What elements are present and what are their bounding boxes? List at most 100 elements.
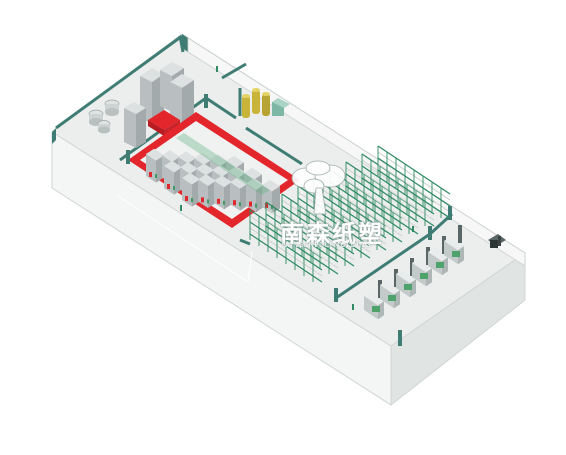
rack-shelf (267, 233, 278, 241)
rack-shelf (379, 177, 390, 185)
packing-station-right (442, 257, 448, 276)
forming-machine-left (182, 178, 192, 207)
machine-red-panel (217, 198, 220, 204)
rack-shelf (431, 199, 442, 207)
rack-shelf (294, 263, 305, 271)
forming-machines (146, 148, 280, 214)
rack-shelf (381, 203, 392, 211)
rack-shelf (413, 181, 424, 189)
forming-machine-top (212, 164, 230, 177)
packing-station-top (396, 270, 416, 284)
rack-shelf (395, 181, 406, 189)
machine-green-marker (239, 202, 241, 207)
rack-shelf (377, 169, 388, 177)
rack-shelf (347, 199, 358, 207)
packing-station-top (444, 237, 464, 251)
packing-station-left (380, 285, 394, 309)
rack-shelf (335, 247, 346, 255)
station-green-bin (372, 306, 380, 312)
rack-shelf (354, 185, 365, 193)
rack-shelf (415, 213, 426, 221)
rack-shelf (326, 247, 337, 255)
rack-shelf (374, 217, 385, 225)
rack-shelf (395, 175, 406, 183)
rack-shelf (315, 221, 326, 229)
rack-shelf (395, 157, 406, 165)
rack-shelf (361, 177, 372, 185)
rack-shelf (265, 207, 276, 215)
rack-shelf (338, 193, 349, 201)
rack-shelf (276, 239, 287, 247)
rack-shelf (319, 249, 330, 257)
machine-green-marker (223, 200, 225, 205)
rack-shelf (301, 243, 312, 251)
rack-shelf (317, 229, 328, 237)
rack-shelf (404, 181, 415, 189)
rack-shelf (370, 183, 381, 191)
rack-shelf (294, 251, 305, 259)
rack-shelf (367, 225, 378, 233)
rack-shelf (422, 193, 433, 201)
machine-red-panel (149, 172, 152, 177)
forming-machine-left (164, 166, 174, 195)
rack-shelf (390, 209, 401, 217)
rack-shelf (415, 201, 426, 209)
rack-shelf (386, 169, 397, 177)
watermark-brand-cn: 南森纸塑 (280, 220, 384, 248)
forming-machine-top (230, 176, 248, 189)
forming-machine-top (198, 174, 216, 186)
rack-shelf (345, 185, 356, 193)
packing-station-right (426, 268, 432, 287)
rack-shelf (374, 223, 385, 231)
forming-machine-left (198, 179, 208, 208)
rack-shelf (258, 233, 269, 241)
rack-shelf (267, 245, 278, 253)
rack-shelf (276, 245, 287, 253)
rack-shelf (422, 175, 433, 183)
rack-shelf (351, 239, 362, 247)
rack-shelf (386, 157, 397, 165)
rack-shelf (283, 231, 294, 239)
rack-shelf (301, 249, 312, 257)
machine-red-panel (249, 201, 252, 207)
rack-shelf (326, 235, 337, 243)
rack-shelf (392, 229, 403, 237)
rack-shelf (333, 221, 344, 229)
forklift (488, 234, 506, 248)
rack-shelf (406, 195, 417, 203)
tall-storage-units (124, 62, 194, 148)
forming-machine-top (194, 152, 212, 165)
green-walkway (176, 133, 270, 195)
rack-shelf (383, 229, 394, 237)
rack-shelf (345, 161, 356, 169)
rack-shelf (361, 165, 372, 173)
rack-shelf (308, 229, 319, 237)
rack-shelf (333, 233, 344, 241)
packing-station-top (428, 248, 448, 262)
forming-machine-top (162, 150, 180, 162)
forming-machine-top (214, 175, 232, 188)
rack-shelf (294, 257, 305, 265)
machine-red-panel (265, 203, 268, 208)
rack-shelf (331, 201, 342, 209)
station-green-bin (404, 284, 412, 290)
rack-shelf (308, 235, 319, 243)
rack-shelf (345, 173, 356, 181)
rack-shelf (431, 205, 442, 213)
rack-shelf (338, 187, 349, 195)
rack-shelf (281, 199, 292, 207)
rack-shelf (370, 171, 381, 179)
packing-station-right (378, 301, 384, 320)
rack-shelf (329, 193, 340, 201)
rack-shelf (408, 221, 419, 229)
packing-station-left (428, 252, 442, 276)
rack-shelf (392, 235, 403, 243)
forming-machine-top (246, 178, 264, 191)
rack-shelf (312, 269, 323, 277)
machine-green-marker (207, 199, 209, 204)
rack-shelf (367, 231, 378, 239)
packing-station-left (412, 263, 426, 287)
rack-shelf (306, 209, 317, 217)
rack-shelf (431, 193, 442, 201)
rack-shelf (360, 245, 371, 253)
